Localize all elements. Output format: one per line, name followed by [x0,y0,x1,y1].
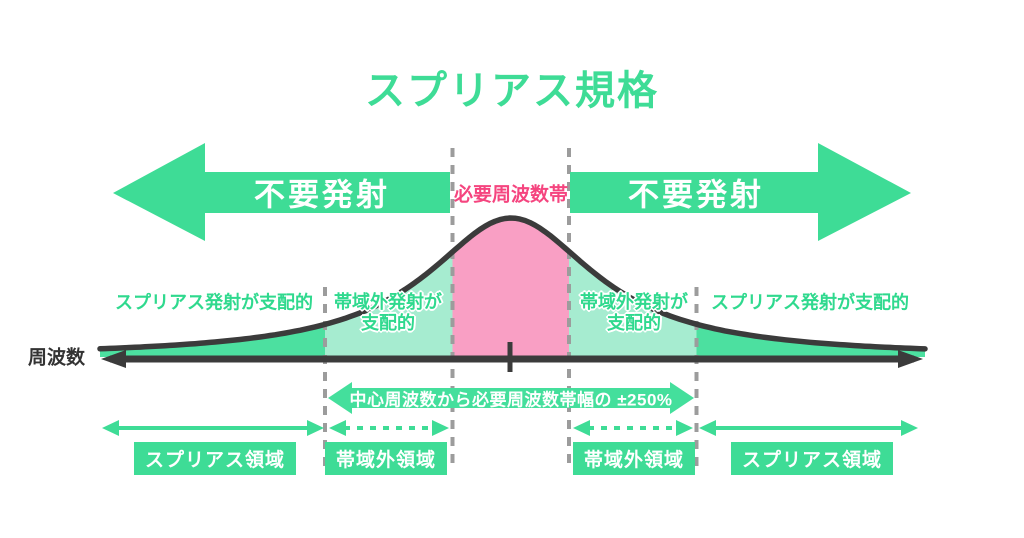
spurious-region-arrow-right-head-r [901,420,918,436]
oob-dominant-label-right: 帯域外発射が 支配的 [580,292,688,333]
spurious-dominant-label-right: スプリアス発射が支配的 [711,292,909,313]
axis-arrowhead-left [101,350,126,368]
spurious-region-badge-left: スプリアス領域 [133,442,297,475]
oob-region-badge-right: 帯域外領域 [572,442,696,475]
unwanted-emission-arrow-right [570,143,911,241]
necessary-band-fill [452,218,569,357]
necessary-band-label: 必要周波数帯 [453,184,569,206]
frequency-axis-label: 周波数 [28,347,86,369]
spurious-region-arrow-right-head-l [699,420,716,436]
unwanted-emission-label-left: 不要発射 [254,177,390,213]
curve-fill-bands [100,218,925,357]
out-of-band-fill-right [569,218,697,357]
spurious-fill-right [696,218,925,357]
region-arrows [102,420,918,436]
spectrum-curve [97,215,928,352]
spurious-region-arrow-left-head-r [307,420,324,436]
oob-region-badge-left: 帯域外領域 [324,442,448,475]
axis-arrowhead-right [898,350,923,368]
spurious-dominant-label-left: スプリアス発射が支配的 [115,292,313,313]
bandwidth-label: 中心周波数から必要周波数帯幅の ±250% [349,390,673,410]
spurious-region-badge-right: スプリアス領域 [730,442,894,475]
bandwidth-double-arrow [328,382,694,414]
out-of-band-fill-left [325,218,453,357]
oob-region-arrow-left-head-r [432,420,449,436]
unwanted-emission-arrow-left [113,143,450,241]
oob-region-arrow-right-head-r [676,420,693,436]
oob-region-arrow-left-head-l [329,420,346,436]
oob-region-arrow-right-head-l [573,420,590,436]
unwanted-emission-label-right: 不要発射 [628,177,764,213]
spurious-region-arrow-left-head-l [102,420,119,436]
page-title: スプリアス規格 [365,69,659,113]
spurious-fill-left [100,218,325,357]
oob-dominant-label-left: 帯域外発射が 支配的 [334,292,442,333]
